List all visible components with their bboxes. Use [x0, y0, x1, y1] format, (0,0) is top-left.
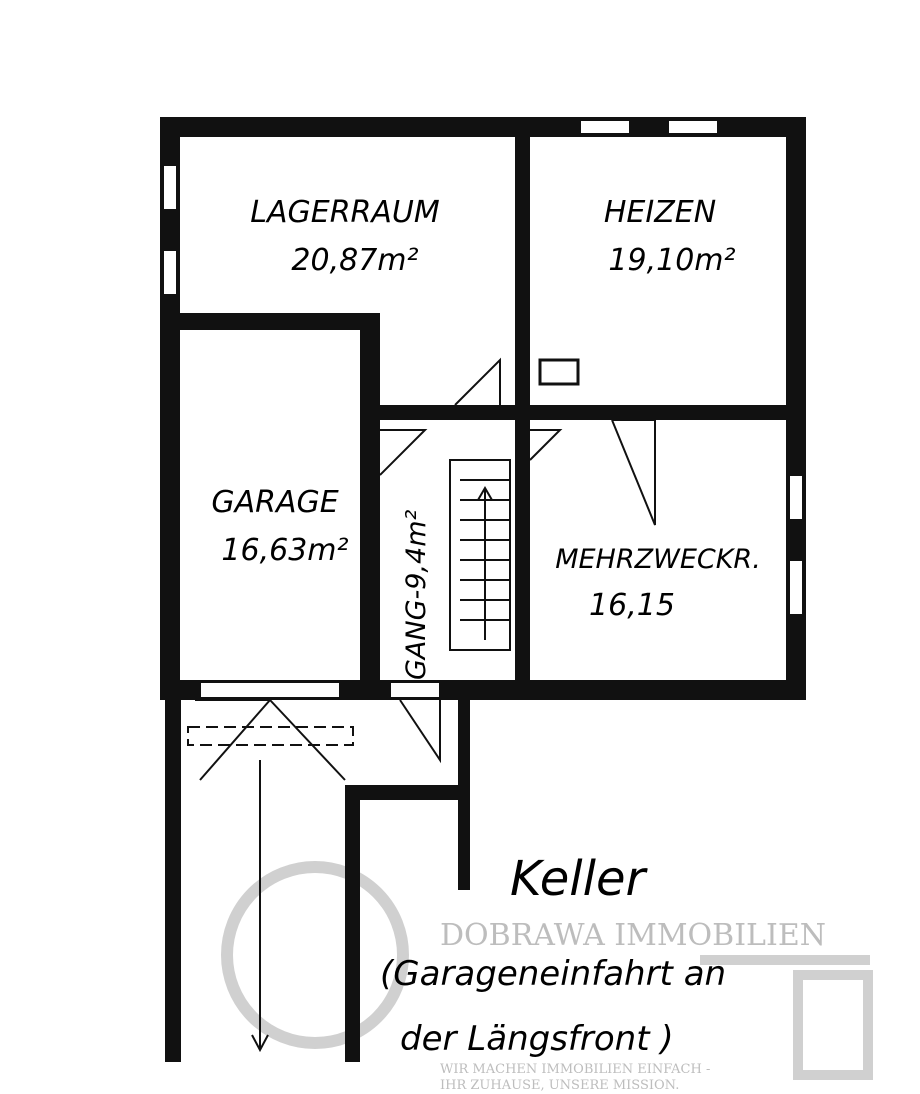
watermark: DOBRAWA IMMOBILIEN WIR MACHEN IMMOBILIEN…: [221, 861, 873, 1093]
watermark-house-icon: [793, 970, 873, 1080]
room-area-lagerraum: 20,87m²: [291, 243, 418, 278]
watermark-slogan-2: IHR ZUHAUSE, UNSERE MISSION.: [440, 1078, 679, 1093]
plan-title: Keller: [510, 851, 649, 907]
watermark-seal-icon: [221, 861, 409, 1049]
room-area-garage: 16,63m²: [221, 533, 348, 568]
watermark-slogan-1: WIR MACHEN IMMOBILIEN EINFACH -: [440, 1062, 710, 1077]
plan-subtitle-1: (Garageneinfahrt an: [380, 954, 726, 994]
room-name-lagerraum: LAGERRAUM: [250, 195, 440, 230]
room-name-gang: GANG-9,4m²: [401, 510, 432, 680]
room-name-heizen: HEIZEN: [604, 195, 716, 230]
room-area-mehrzweck: 16,15: [589, 588, 675, 623]
doors-stairs: [187, 357, 656, 1053]
room-name-garage: GARAGE: [211, 485, 338, 520]
watermark-company: DOBRAWA IMMOBILIEN: [440, 918, 826, 953]
windows: [162, 119, 804, 699]
walls: [160, 117, 806, 1062]
plan-subtitle-2: der Längsfront ): [400, 1019, 674, 1059]
room-area-heizen: 19,10m²: [608, 243, 735, 278]
room-name-mehrzweck: MEHRZWECKR.: [555, 544, 761, 575]
